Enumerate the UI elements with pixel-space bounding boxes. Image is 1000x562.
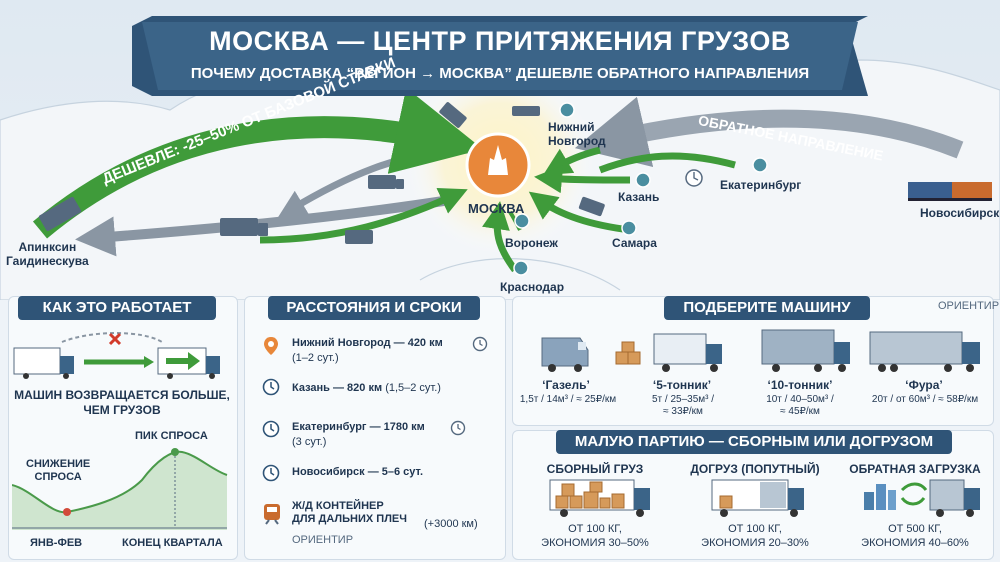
page-title: МОСКВА — ЦЕНТР ПРИТЯЖЕНИЯ ГРУЗОВ [209, 26, 791, 56]
x-left-label: ЯНВ-ФЕВ [30, 537, 83, 549]
trucks-diagram [13, 332, 220, 379]
vehicles-row [541, 329, 980, 372]
train-icon [262, 502, 282, 531]
rail-note: ОРИЕНТИР [292, 534, 354, 546]
pin-icon [262, 336, 282, 356]
vehicles-note: ОРИЕНТИР [938, 300, 1000, 312]
batch-name: ОБРАТНАЯ ЗАГРУЗКА [849, 462, 981, 476]
truck-icon [38, 102, 605, 244]
clock-icon [450, 420, 466, 441]
city-kazan: Казань [618, 190, 660, 204]
city-voronezh: Воронеж [505, 236, 558, 250]
vehicle-spec: 20т / от 60м³ / ≈ 58₽/км [871, 394, 979, 405]
city-krasnodar: Краснодар [500, 280, 565, 294]
return-load-icon [864, 479, 980, 517]
x-right-label: КОНЕЦ КВАРТАЛА [122, 537, 223, 549]
peak-label: ПИК СПРОСА [135, 430, 208, 442]
city-west: Апинксин Гаидинескува [6, 240, 89, 268]
batch-name: ДОГРУЗ (ПОПУТНЫЙ) [690, 462, 820, 476]
truck-10t-icon [761, 329, 850, 372]
clock-icon [262, 378, 280, 401]
vehicle-spec: 10т / 40–50м³ / ≈ 45₽/км [766, 394, 834, 417]
batch-desc: ОТ 100 КГ, ЭКОНОМИЯ 30–50% [541, 523, 649, 549]
clock-icon [262, 420, 280, 443]
city-nizhny: Нижний Новгород [548, 120, 606, 148]
low-label: СНИЖЕНИЕ СПРОСА [26, 458, 91, 483]
how-caption: МАШИН ВОЗВРАЩАЕТСЯ БОЛЬШЕ, ЧЕМ ГРУЗОВ [14, 388, 230, 417]
vehicle-name: ‘Газель’ [542, 378, 590, 392]
hub-label: МОСКВА [468, 201, 525, 216]
vehicle-name: ‘5-тонник’ [652, 378, 712, 392]
title-ribbon [132, 16, 868, 96]
batch-desc: ОТ 500 КГ, ЭКОНОМИЯ 40–60% [861, 523, 969, 549]
clock-icon [262, 464, 280, 487]
vehicle-spec: 1,5т / 14м³ / ≈ 25₽/км [519, 394, 617, 405]
vehicle-spec: 5т / 25–35м³ / ≈ 33₽/км [651, 394, 715, 417]
vehicles-title: ПОДБЕРИТЕ МАШИНУ [664, 296, 870, 320]
city-ekb: Екатеринбург [720, 178, 802, 192]
partial-load-truck-icon [711, 479, 804, 517]
city-novosibirsk: Новосибирск [920, 206, 1000, 220]
batch-icons [549, 479, 980, 517]
van-icon [541, 337, 589, 372]
distance-item: Екатеринбург — 1780 км(3 сут.) [292, 421, 425, 448]
rail-title: Ж/Д КОНТЕЙНЕР ДЛЯ ДАЛЬНИХ ПЛЕЧ [292, 500, 407, 525]
boxes-icon [615, 341, 641, 365]
how-title: КАК ЭТО РАБОТАЕТ [18, 296, 216, 320]
batch-desc: ОТ 100 КГ, ЭКОНОМИЯ 20–30% [701, 523, 809, 549]
vehicle-name: ‘10-тонник’ [767, 378, 833, 392]
distances-title: РАССТОЯНИЯ И СРОКИ [268, 296, 480, 320]
distance-item: Новосибирск — 5–6 сут. [292, 466, 424, 478]
vehicle-name: ‘Фура’ [905, 378, 943, 392]
rail-extra: (+3000 км) [424, 518, 478, 530]
distance-item: Казань — 820 км (1,5–2 сут.) [292, 382, 441, 394]
page-subtitle: ПОЧЕМУ ДОСТАВКА “РЕГИОН → МОСКВА” ДЕШЕВЛ… [190, 65, 810, 82]
train-icon [908, 182, 992, 201]
city-samara: Самара [612, 236, 657, 250]
demand-chart [12, 448, 228, 530]
consolidated-truck-icon [549, 479, 650, 517]
distance-item: Нижний Новгород — 420 км(1–2 сут.) [292, 337, 443, 364]
small-batch-title: МАЛУЮ ПАРТИЮ — СБОРНЫМ ИЛИ ДОГРУЗОМ [556, 430, 952, 454]
truck-fura-icon [869, 331, 980, 372]
truck-5t-icon [653, 333, 722, 372]
batch-name: СБОРНЫЙ ГРУЗ [546, 462, 644, 476]
clock-icon [472, 336, 488, 357]
